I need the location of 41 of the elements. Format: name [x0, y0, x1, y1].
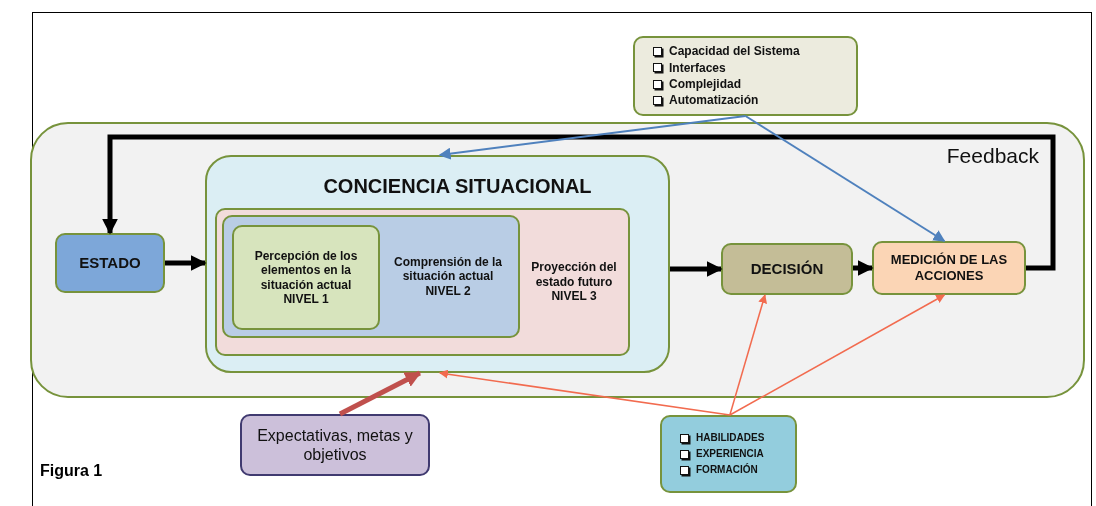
box-label: MEDICIÓN DE LAS ACCIONES	[889, 252, 1009, 284]
checklist-box	[633, 36, 858, 116]
figure-label: Figura 1	[40, 462, 103, 480]
arrow	[338, 370, 422, 417]
level-box	[222, 215, 520, 338]
level-label: NIVEL 1	[283, 291, 329, 307]
arrow	[729, 294, 767, 416]
arrow	[744, 115, 946, 242]
feedback-label: Feedback	[946, 144, 1039, 168]
level-box	[215, 208, 630, 356]
arrow	[438, 115, 747, 160]
level-label: NIVEL 3	[551, 289, 597, 304]
list-item: Automatización	[669, 93, 759, 108]
box-label: Expectativas, metas y objetivos	[256, 425, 414, 465]
box-label: Percepción de los elementos en la situación actual	[253, 248, 359, 292]
list-item: HABILIDADES	[696, 432, 765, 444]
process-box	[232, 225, 380, 330]
process-box	[872, 241, 1026, 295]
list-item: Interfaces	[669, 60, 726, 75]
arrow	[853, 260, 874, 276]
box-label: ESTADO	[79, 254, 141, 272]
arrow	[102, 134, 1056, 271]
level-label: NIVEL 2	[425, 283, 471, 299]
arrow	[438, 369, 731, 416]
process-box	[55, 233, 165, 293]
arrow	[729, 294, 946, 416]
box-label: DECISIÓN	[750, 260, 824, 278]
process-box	[721, 243, 853, 295]
list-item: EXPERIENCIA	[696, 448, 764, 460]
arrow	[165, 255, 207, 271]
box-label: Proyección del estado futuro	[530, 260, 618, 290]
arrow	[670, 261, 723, 277]
checklist-box	[660, 415, 797, 493]
process-box	[240, 414, 430, 476]
list-item: Complejidad	[669, 77, 741, 92]
list-item: FORMACIÓN	[696, 464, 758, 476]
box-label: Comprensión de la situación actual	[393, 254, 503, 284]
panel-title: CONCIENCIA SITUACIONAL	[322, 175, 593, 198]
list-item: Capacidad del Sistema	[669, 44, 800, 59]
feedback-loop-panel	[30, 122, 1085, 398]
awareness-panel	[205, 155, 670, 373]
